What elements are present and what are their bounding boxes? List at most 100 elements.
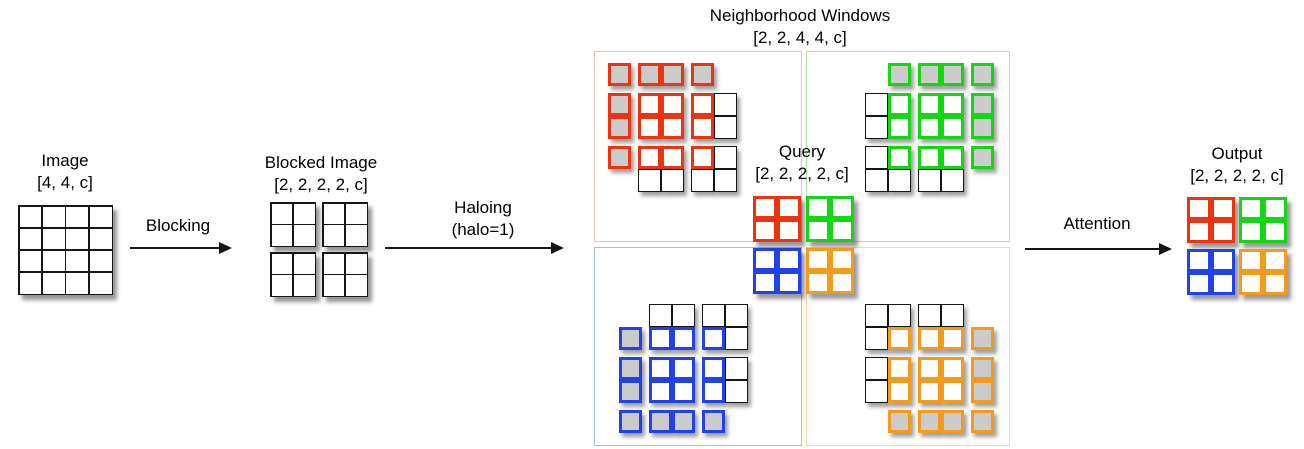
halo-padding-cell — [971, 146, 994, 169]
pixel-cell — [66, 206, 89, 228]
block-cell — [1211, 197, 1235, 220]
window-cell — [661, 146, 684, 169]
halo-padding-cell — [661, 63, 684, 86]
block-cell — [1187, 220, 1211, 243]
outside-window-cell — [725, 357, 748, 380]
block-cell — [830, 248, 854, 271]
pixel-cell — [323, 225, 345, 246]
halo-padding-cell — [971, 116, 994, 139]
window-cell — [672, 327, 695, 350]
outside-window-cell — [865, 169, 888, 192]
output-grid-green — [1239, 197, 1287, 243]
pixel-cell — [323, 203, 345, 224]
halo-padding-cell — [608, 116, 631, 139]
window-cell — [638, 146, 661, 169]
outside-window-cell — [691, 169, 714, 192]
block-cell — [1187, 272, 1211, 295]
blocked-title: Blocked Image — [264, 153, 378, 172]
halo-padding-cell — [971, 63, 994, 86]
pixel-cell — [293, 275, 315, 296]
block-cell — [1211, 220, 1235, 243]
halo-padding-cell — [888, 410, 911, 433]
window-cluster-bottom-left — [619, 304, 748, 433]
window-cell — [941, 93, 964, 116]
window-cell — [691, 116, 714, 139]
outside-window-cell — [702, 304, 725, 327]
pixel-cell — [66, 272, 89, 294]
outside-window-cell — [649, 304, 672, 327]
outside-window-cell — [865, 304, 888, 327]
window-cluster-top-right — [865, 63, 994, 192]
block-cell — [830, 219, 854, 242]
outside-window-cell — [714, 116, 737, 139]
halo-padding-cell — [971, 327, 994, 350]
outside-window-cell — [941, 169, 964, 192]
pixel-cell — [42, 228, 65, 250]
halo-padding-cell — [941, 410, 964, 433]
pixel-cell — [271, 225, 293, 246]
neighborhood-windows-label: Neighborhood Windows [2, 2, 4, 4, c] — [650, 5, 950, 49]
pixel-cell — [19, 228, 42, 250]
pixel-cell — [293, 203, 315, 224]
pixel-cell — [271, 203, 293, 224]
pixel-cell — [19, 250, 42, 272]
window-cell — [941, 116, 964, 139]
pixel-cell — [42, 272, 65, 294]
haloing-arrow-label: Haloing (halo=1) — [413, 197, 553, 241]
pixel-cell — [345, 275, 367, 296]
window-cell — [888, 93, 911, 116]
blocked-stage-label: Blocked Image [2, 2, 2, 2, c] — [251, 152, 391, 196]
image-stage-label: Image [4, 4, c] — [0, 150, 130, 194]
block-cell — [753, 271, 777, 294]
outside-window-cell — [725, 304, 748, 327]
blocked-shape: [2, 2, 2, 2, c] — [274, 175, 368, 194]
outside-window-cell — [888, 169, 911, 192]
outside-window-cell — [638, 169, 661, 192]
halo-padding-cell — [672, 410, 695, 433]
output-grid-red — [1187, 197, 1235, 243]
block-cell — [830, 196, 854, 219]
block-cell — [1211, 249, 1235, 272]
query-grid-red — [753, 196, 801, 242]
window-cell — [888, 146, 911, 169]
neighborhood-windows-shape: [2, 2, 4, 4, c] — [753, 28, 847, 47]
pixel-cell — [19, 272, 42, 294]
halo-padding-cell — [619, 380, 642, 403]
haloing-label-line1: Haloing — [454, 198, 512, 217]
halo-padding-cell — [608, 93, 631, 116]
window-cell — [661, 116, 684, 139]
query-grid-blue — [753, 248, 801, 294]
pixel-cell — [293, 225, 315, 246]
halo-padding-cell — [918, 410, 941, 433]
outside-window-cell — [661, 169, 684, 192]
block-cell — [806, 248, 830, 271]
window-cell — [649, 327, 672, 350]
pixel-cell — [89, 272, 112, 294]
blocking-arrowhead — [219, 242, 232, 254]
window-cluster-top-left — [608, 63, 737, 192]
blocking-arrow — [130, 242, 232, 254]
window-cell — [638, 93, 661, 116]
halo-padding-cell — [888, 63, 911, 86]
pixel-cell — [271, 275, 293, 296]
halo-padding-cell — [608, 146, 631, 169]
halo-padding-cell — [971, 410, 994, 433]
block-cell — [777, 248, 801, 271]
block-cell — [1239, 272, 1263, 295]
output-shape: [2, 2, 2, 2, c] — [1190, 166, 1284, 185]
block-cell — [806, 219, 830, 242]
outside-window-cell — [918, 304, 941, 327]
block-cell — [753, 248, 777, 271]
block-cell — [1187, 197, 1211, 220]
halo-padding-cell — [971, 380, 994, 403]
pixel-cell — [42, 250, 65, 272]
block-cell — [1263, 197, 1287, 220]
window-cell — [918, 93, 941, 116]
halo-padding-cell — [619, 410, 642, 433]
window-cell — [941, 327, 964, 350]
halo-padding-cell — [971, 357, 994, 380]
block-cell — [1239, 249, 1263, 272]
outside-window-cell — [865, 116, 888, 139]
outside-window-cell — [672, 304, 695, 327]
blocked-grid-top-right — [322, 202, 368, 247]
